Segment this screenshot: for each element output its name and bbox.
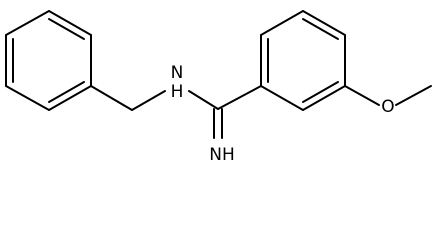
oxygen-to-methyl-bond (395, 85, 432, 106)
ring-a-inner-bond-1 (48, 18, 85, 40)
amidine-to-ring-bond (217, 85, 262, 110)
methoxyphenyl-ring (260, 10, 346, 111)
ring-a-bond-4 (5, 85, 50, 111)
ring-a-bond-6 (5, 10, 50, 36)
ring-a-bond-3 (48, 85, 92, 111)
ring-a-bond-1 (48, 10, 92, 36)
methoxy-group (344, 85, 432, 106)
ring-a-inner-bond-2 (48, 81, 85, 103)
oxygen-label: O (381, 97, 394, 117)
n-amidine-carbon-bond (188, 90, 219, 110)
ring-to-oxygen-bond (344, 85, 380, 106)
amine-nitrogen-label: N (171, 63, 184, 83)
ring-b-bond-2 (260, 10, 304, 36)
chemical-structure-diagram: N H NH O (5, 10, 432, 165)
imine-nh-label: NH (209, 145, 235, 165)
ch2-n-bond (131, 90, 166, 111)
ring-b-inner-bond-2 (302, 18, 339, 40)
benzyl-ch2-bond (90, 85, 133, 111)
ring-b-bond-6 (260, 85, 304, 111)
benzyl-phenyl-ring (5, 10, 92, 111)
linker-chain (90, 85, 219, 111)
amine-hydrogen-label: H (171, 82, 184, 102)
ring-b-bond-3 (302, 10, 346, 36)
ring-b-bond-5 (302, 85, 346, 111)
ring-b-inner-bond-3 (302, 81, 339, 103)
amidine-group (213, 85, 262, 139)
